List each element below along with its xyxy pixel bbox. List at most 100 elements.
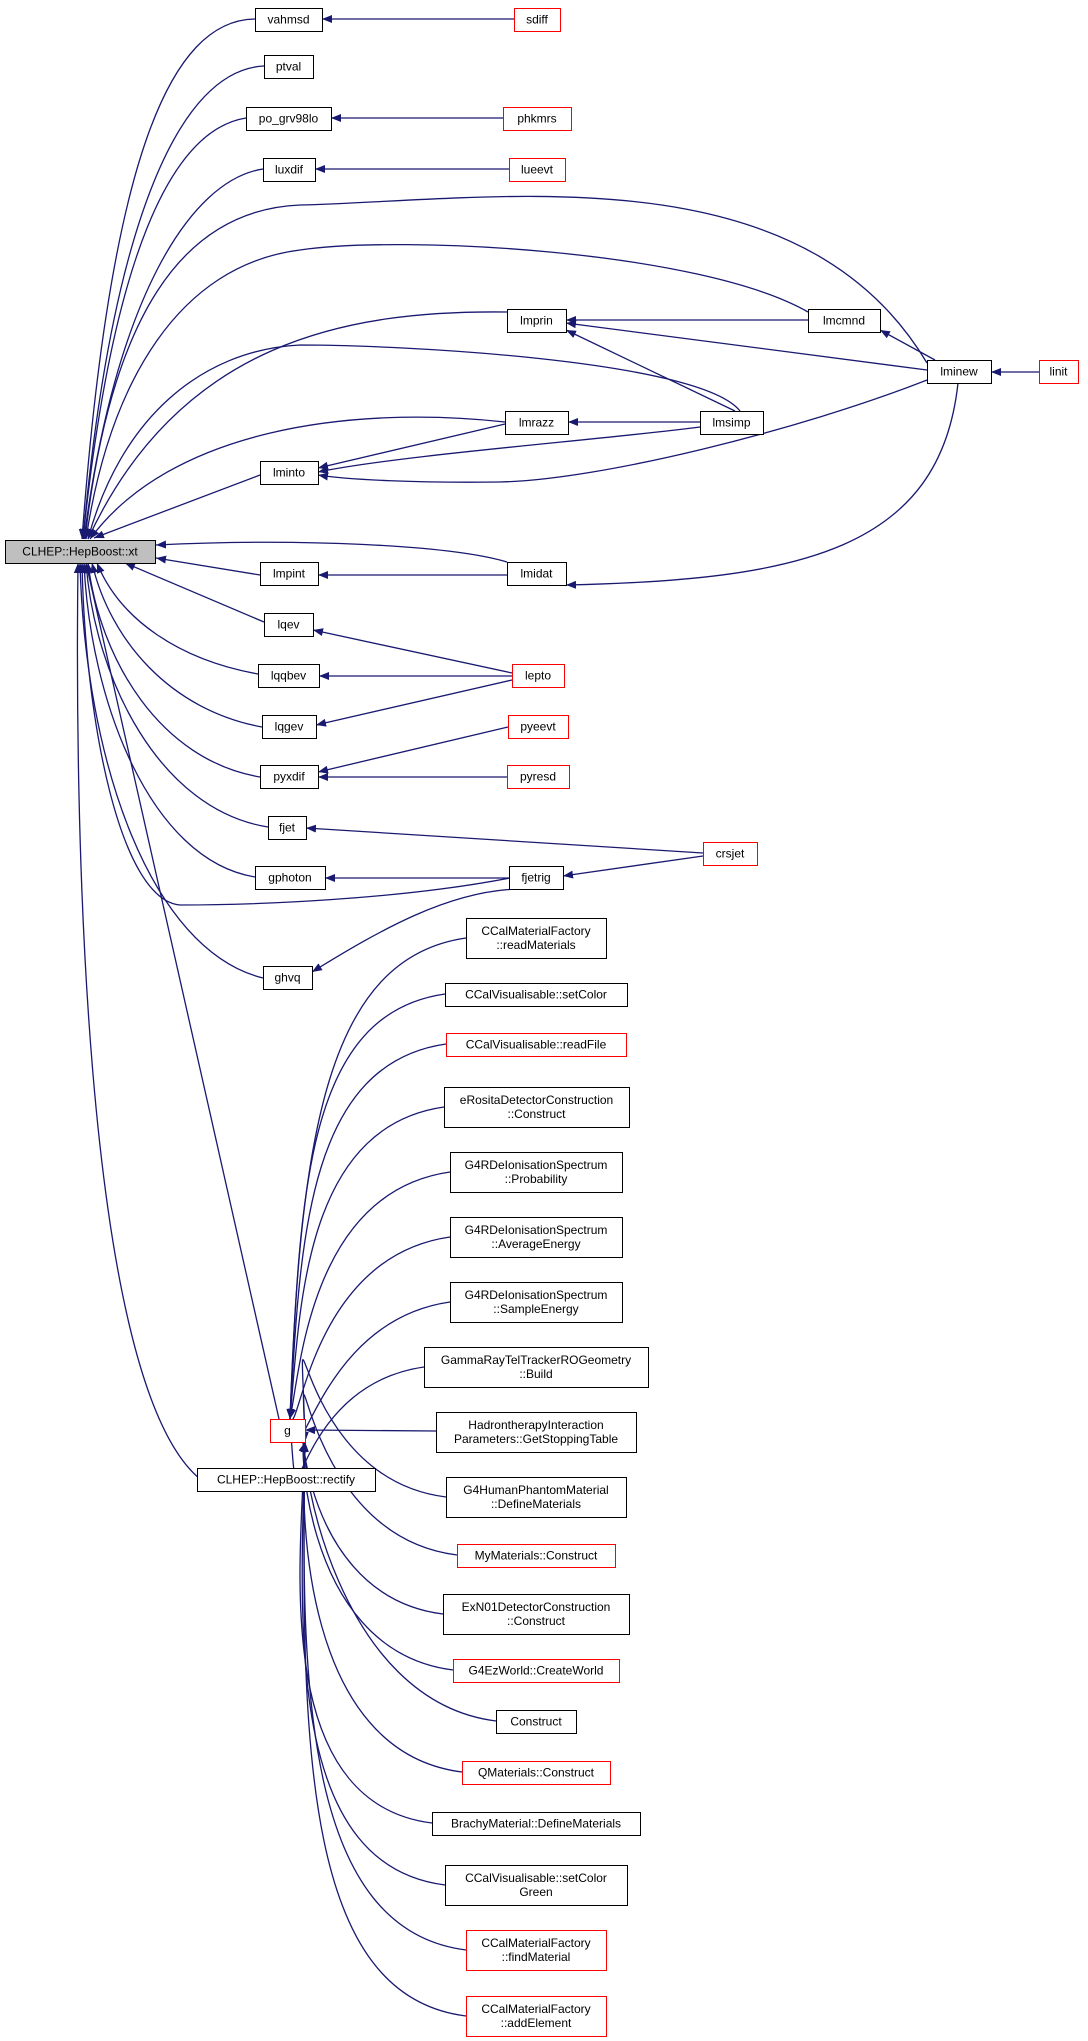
node-vahmsd[interactable]: vahmsd [255,8,323,32]
node-box [197,1468,376,1492]
node-lqqbev[interactable]: lqqbev [258,664,320,688]
edge-lmidat-to-root [155,540,508,563]
node-gammaray[interactable]: GammaRayTelTrackerROGeometry::Build [424,1347,649,1388]
node-qmat[interactable]: QMaterials::Construct [462,1761,611,1785]
node-po-grv98lo[interactable]: po_grv98lo [246,107,332,131]
node-label: ::findMaterial [502,1950,571,1964]
edge-ccal-setcolor-to-g [286,993,446,1420]
edge-pyxdif-to-root [85,562,261,778]
node-label: CCalMaterialFactory [481,924,590,938]
node-box [462,1761,611,1785]
edge-rectify-to-root [73,562,201,1480]
node-box [703,842,758,866]
node-box [514,8,561,32]
node-label: G4HumanPhantomMaterial [463,1483,608,1497]
node-box [808,309,881,333]
node-brachy[interactable]: BrachyMaterial::DefineMaterials [432,1812,641,1836]
node-crsjet[interactable]: crsjet [703,842,758,866]
node-label: CCalMaterialFactory [481,1936,590,1950]
node-lmidat[interactable]: lmidat [507,562,567,586]
node-mymat[interactable]: MyMaterials::Construct [457,1544,616,1568]
node-box [496,1710,577,1734]
node-lueevt[interactable]: lueevt [509,158,566,182]
node-ptval[interactable]: ptval [264,55,314,79]
node-box [505,411,569,435]
node-box [450,1152,623,1193]
edge-fjetrig-to-ghvq [311,888,521,973]
node-lepto[interactable]: lepto [512,664,565,688]
node-g4human[interactable]: G4HumanPhantomMaterial::DefineMaterials [446,1477,627,1518]
node-lmprin[interactable]: lmprin [507,309,567,333]
edge-gammaray-to-g [286,1366,425,1478]
edge-lqev-to-root [124,562,265,623]
node-phkmrs[interactable]: phkmrs [503,107,572,131]
node-g4rd-prob[interactable]: G4RDeIonisationSpectrum::Probability [450,1152,623,1193]
node-construct[interactable]: Construct [496,1710,577,1734]
node-ccal-readmat[interactable]: CCalMaterialFactory::readMaterials [466,918,607,959]
node-label: lmprin [520,314,553,328]
node-lminto[interactable]: lminto [260,461,319,485]
edge-hadron-to-g [304,1426,437,1435]
node-exn01[interactable]: ExN01DetectorConstruction::Construct [443,1594,630,1635]
node-box [255,8,323,32]
edge-lepto-to-lqev [312,628,513,674]
node-lmrazz[interactable]: lmrazz [505,411,569,435]
node-label: ::Construct [507,1107,566,1121]
node-g4rd-sample[interactable]: G4RDeIonisationSpectrum::SampleEnergy [450,1282,623,1323]
node-g4rd-avg[interactable]: G4RDeIonisationSpectrum::AverageEnergy [450,1217,623,1258]
node-linit[interactable]: linit [1039,360,1079,384]
node-label: BrachyMaterial::DefineMaterials [451,1817,621,1831]
edge-lminto-to-root [93,474,261,539]
node-ccal-readfile[interactable]: CCalVisualisable::readFile [446,1033,627,1057]
node-root[interactable]: CLHEP::HepBoost::xt [5,540,156,564]
node-box [927,360,992,384]
edge-lminew-to-root [82,195,928,540]
edge-lmrazz-to-lminto [317,423,506,470]
edge-exn01-to-g [300,1422,444,1615]
node-lqgev[interactable]: lqgev [262,715,317,739]
node-fjet[interactable]: fjet [268,816,307,840]
node-label: Green [519,1885,552,1899]
node-gphoton[interactable]: gphoton [255,866,326,890]
node-g[interactable]: g [270,1419,306,1443]
node-box [466,918,607,959]
node-ccal-findmat[interactable]: CCalMaterialFactory::findMaterial [466,1930,607,1971]
node-fjetrig[interactable]: fjetrig [509,866,564,890]
node-pyeevt[interactable]: pyeevt [508,715,569,739]
node-box [260,461,319,485]
node-sdiff[interactable]: sdiff [514,8,561,32]
node-ccal-setcolor[interactable]: CCalVisualisable::setColor [445,983,628,1007]
node-lmsimp[interactable]: lmsimp [700,411,764,435]
edge-lminew-to-lmcmnd [879,329,936,361]
edge-ghvq-to-root [76,562,264,979]
node-lqev[interactable]: lqev [264,613,314,637]
edge-lmrazz-to-root [89,416,506,540]
node-erosita[interactable]: eRositaDetectorConstruction::Construct [444,1087,630,1128]
node-hadron[interactable]: HadrontherapyInteractionParameters::GetS… [436,1412,637,1453]
edge-ccal-findmat-to-g [300,1441,467,1951]
edge-gphoton-to-root [80,562,256,878]
node-label: CCalVisualisable::readFile [466,1038,607,1052]
node-rectify[interactable]: CLHEP::HepBoost::rectify [197,1468,376,1492]
node-luxdif[interactable]: luxdif [263,158,316,182]
node-label: ::AverageEnergy [491,1237,580,1251]
node-ghvq[interactable]: ghvq [263,966,313,990]
edge-crsjet-to-fjet [305,824,704,854]
node-label: G4EzWorld::CreateWorld [469,1664,604,1678]
node-pyxdif[interactable]: pyxdif [260,765,319,789]
node-lmpint[interactable]: lmpint [260,562,319,586]
node-box [446,1033,627,1057]
node-label: lmsimp [713,416,751,430]
node-box [446,1477,627,1518]
edge-fjet-to-root [82,562,269,828]
node-pyresd[interactable]: pyresd [507,765,570,789]
node-box [258,664,320,688]
node-lminew[interactable]: lminew [927,360,992,384]
node-g4ez[interactable]: G4EzWorld::CreateWorld [453,1659,620,1683]
node-label: lmcmnd [823,314,865,328]
node-lmcmnd[interactable]: lmcmnd [808,309,881,333]
node-ccal-addel[interactable]: CCalMaterialFactory::addElement [466,1996,607,2037]
node-label: Construct [510,1715,562,1729]
